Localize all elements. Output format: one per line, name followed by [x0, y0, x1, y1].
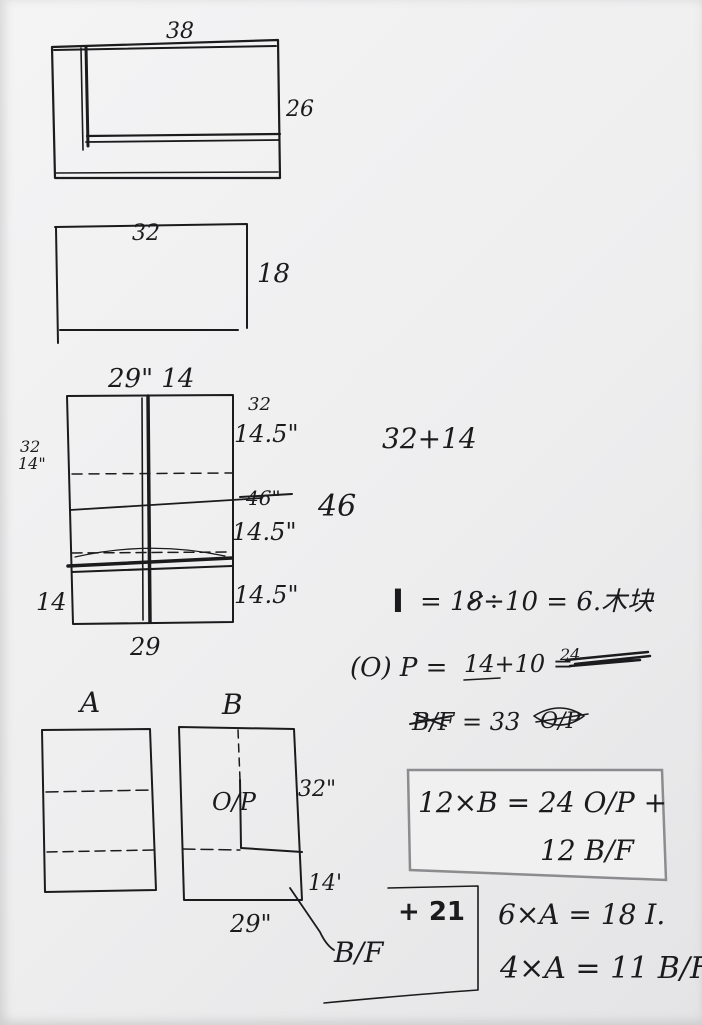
sketch-1-top-label: 38: [166, 19, 194, 44]
boxed-line-1: 12×B = 24 O/P +: [418, 786, 667, 819]
note-line-3: B/F = 33: [411, 708, 520, 736]
panel-b-right-bottom: 14': [308, 871, 342, 896]
boxed-line-2: 12 B/F: [540, 834, 636, 867]
sketch-3-bottom-label: 29: [129, 633, 161, 661]
sketch-3: 29" 14 32 14" 32 14.5" 46" 14.5" 14.5" 4…: [18, 364, 477, 661]
note-line-1: = 18÷10 = 6.木块: [420, 587, 655, 617]
panel-a-title: A: [77, 686, 100, 719]
sketch-3-right-top-small: 32: [248, 394, 271, 415]
sketch-3-right-big: 46: [317, 489, 356, 524]
panel-b: B O/P 32" 14' 29" B/F + 21: [178, 688, 479, 1004]
sketch-3-left-low: 14: [36, 588, 67, 616]
notes: I = 18÷10 = 6.木块 (O) P = 14+10 = 24 B/F …: [350, 582, 655, 736]
sketch-3-right-strike: 46": [245, 486, 281, 510]
sketch-3-left-top: 32: [20, 437, 40, 456]
panel-b-bottom-label: 29": [229, 910, 272, 938]
sketch-3-left-bottom: 14": [18, 454, 46, 473]
note-i-symbol: I: [392, 582, 404, 620]
sketch-1: 38 26: [50, 19, 314, 180]
panel-b-inner-label: O/P: [212, 788, 257, 816]
boxed-calculation: 12×B = 24 O/P + 12 B/F: [406, 768, 668, 882]
panel-b-title: B: [221, 688, 243, 721]
sum-note: 32+14: [382, 422, 477, 455]
note-line-2-strike: 24: [559, 645, 580, 664]
note-line-4: 6×A = 18 I.: [498, 898, 665, 931]
panel-b-right-top: 32": [298, 777, 336, 802]
note-line-2-left: (O) P =: [350, 653, 447, 683]
sketch-3-right-1: 14.5": [234, 420, 298, 448]
sketch-3-right-2: 14.5": [232, 518, 296, 546]
sketch-1-side-label: 26: [285, 97, 314, 122]
final-notes: 6×A = 18 I. 4×A = 11 B/F: [498, 898, 702, 986]
sketch-2-side-label: 18: [257, 259, 290, 289]
sketch-2: 32 18: [54, 221, 290, 344]
panel-b-callout: B/F: [333, 936, 385, 969]
sketch-2-top-label: 32: [132, 221, 160, 246]
sketch-3-top-label: 29" 14: [107, 364, 194, 394]
note-line-5: 4×A = 11 B/F: [499, 951, 702, 986]
plus-21-label: + 21: [398, 897, 465, 927]
note-line-2-mid: 14+10 =: [464, 650, 573, 678]
sketch-3-right-3: 14.5": [234, 581, 298, 609]
panel-a: A: [41, 686, 157, 893]
